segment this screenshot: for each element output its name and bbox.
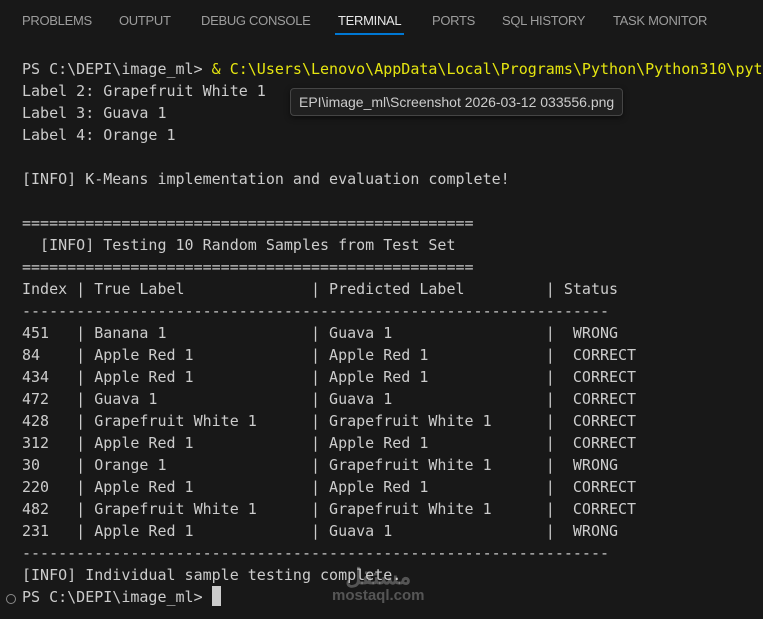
watermark-latin: mostaql.com xyxy=(332,587,425,604)
table-row: 451 | Banana 1 | Guava 1 | WRONG xyxy=(22,324,619,342)
tab-sql-history[interactable]: SQL HISTORY xyxy=(502,13,586,28)
command-line: PS C:\DEPI\image_ml> & C:\Users\Lenovo\A… xyxy=(22,58,763,80)
table-row: 428 | Grapefruit White 1 | Grapefruit Wh… xyxy=(22,412,637,430)
command-decoration-icon[interactable] xyxy=(6,594,16,604)
final-prompt-line: PS C:\DEPI\image_ml> xyxy=(22,586,763,608)
terminal-cursor xyxy=(211,586,221,606)
output-line: Label 4: Orange 1 xyxy=(22,126,176,144)
tab-debug-console[interactable]: DEBUG CONSOLE xyxy=(201,13,311,28)
separator-line: ----------------------------------------… xyxy=(22,302,609,320)
table-row: 84 | Apple Red 1 | Apple Red 1 | CORRECT xyxy=(22,346,637,364)
output-line: Label 2: Grapefruit White 1 xyxy=(22,82,266,100)
separator-line: ----------------------------------------… xyxy=(22,544,609,562)
banner-title: [INFO] Testing 10 Random Samples from Te… xyxy=(22,236,456,254)
command-text: & C:\Users\Lenovo\AppData\Local\Programs… xyxy=(211,60,763,78)
active-tab-indicator xyxy=(335,33,404,35)
separator-line: ========================================… xyxy=(22,258,474,276)
table-row: 312 | Apple Red 1 | Apple Red 1 | CORREC… xyxy=(22,434,637,452)
terminal-output[interactable]: PS C:\DEPI\image_ml> & C:\Users\Lenovo\A… xyxy=(22,58,763,608)
watermark-arabic: مستقل xyxy=(345,564,412,589)
footer-line: [INFO] Individual sample testing complet… xyxy=(22,566,402,584)
table-header: Index | True Label | Predicted Label | S… xyxy=(22,280,619,298)
table-row: 482 | Grapefruit White 1 | Grapefruit Wh… xyxy=(22,500,637,518)
panel-tabs: PROBLEMS OUTPUT DEBUG CONSOLE TERMINAL P… xyxy=(0,0,763,44)
output-line xyxy=(22,146,763,168)
file-path-tooltip: EPI\image_ml\Screenshot 2026-03-12 03355… xyxy=(290,88,624,116)
tab-output[interactable]: OUTPUT xyxy=(119,13,171,28)
final-prompt: PS C:\DEPI\image_ml> xyxy=(22,588,212,606)
output-line xyxy=(22,190,763,212)
tab-task-monitor[interactable]: TASK MONITOR xyxy=(613,13,708,28)
watermark: مستقل mostaql.com xyxy=(332,566,425,604)
output-line: Label 3: Guava 1 xyxy=(22,104,167,122)
table-row: 434 | Apple Red 1 | Apple Red 1 | CORREC… xyxy=(22,368,637,386)
table-row: 30 | Orange 1 | Grapefruit White 1 | WRO… xyxy=(22,456,619,474)
tab-ports[interactable]: PORTS xyxy=(432,13,476,28)
table-row: 231 | Apple Red 1 | Guava 1 | WRONG xyxy=(22,522,619,540)
output-line: [INFO] K-Means implementation and evalua… xyxy=(22,170,510,188)
table-row: 220 | Apple Red 1 | Apple Red 1 | CORREC… xyxy=(22,478,637,496)
table-row: 472 | Guava 1 | Guava 1 | CORRECT xyxy=(22,390,637,408)
separator-line: ========================================… xyxy=(22,214,474,232)
tab-terminal[interactable]: TERMINAL xyxy=(338,13,402,28)
tab-problems[interactable]: PROBLEMS xyxy=(22,13,92,28)
prompt: PS C:\DEPI\image_ml> xyxy=(22,60,212,78)
